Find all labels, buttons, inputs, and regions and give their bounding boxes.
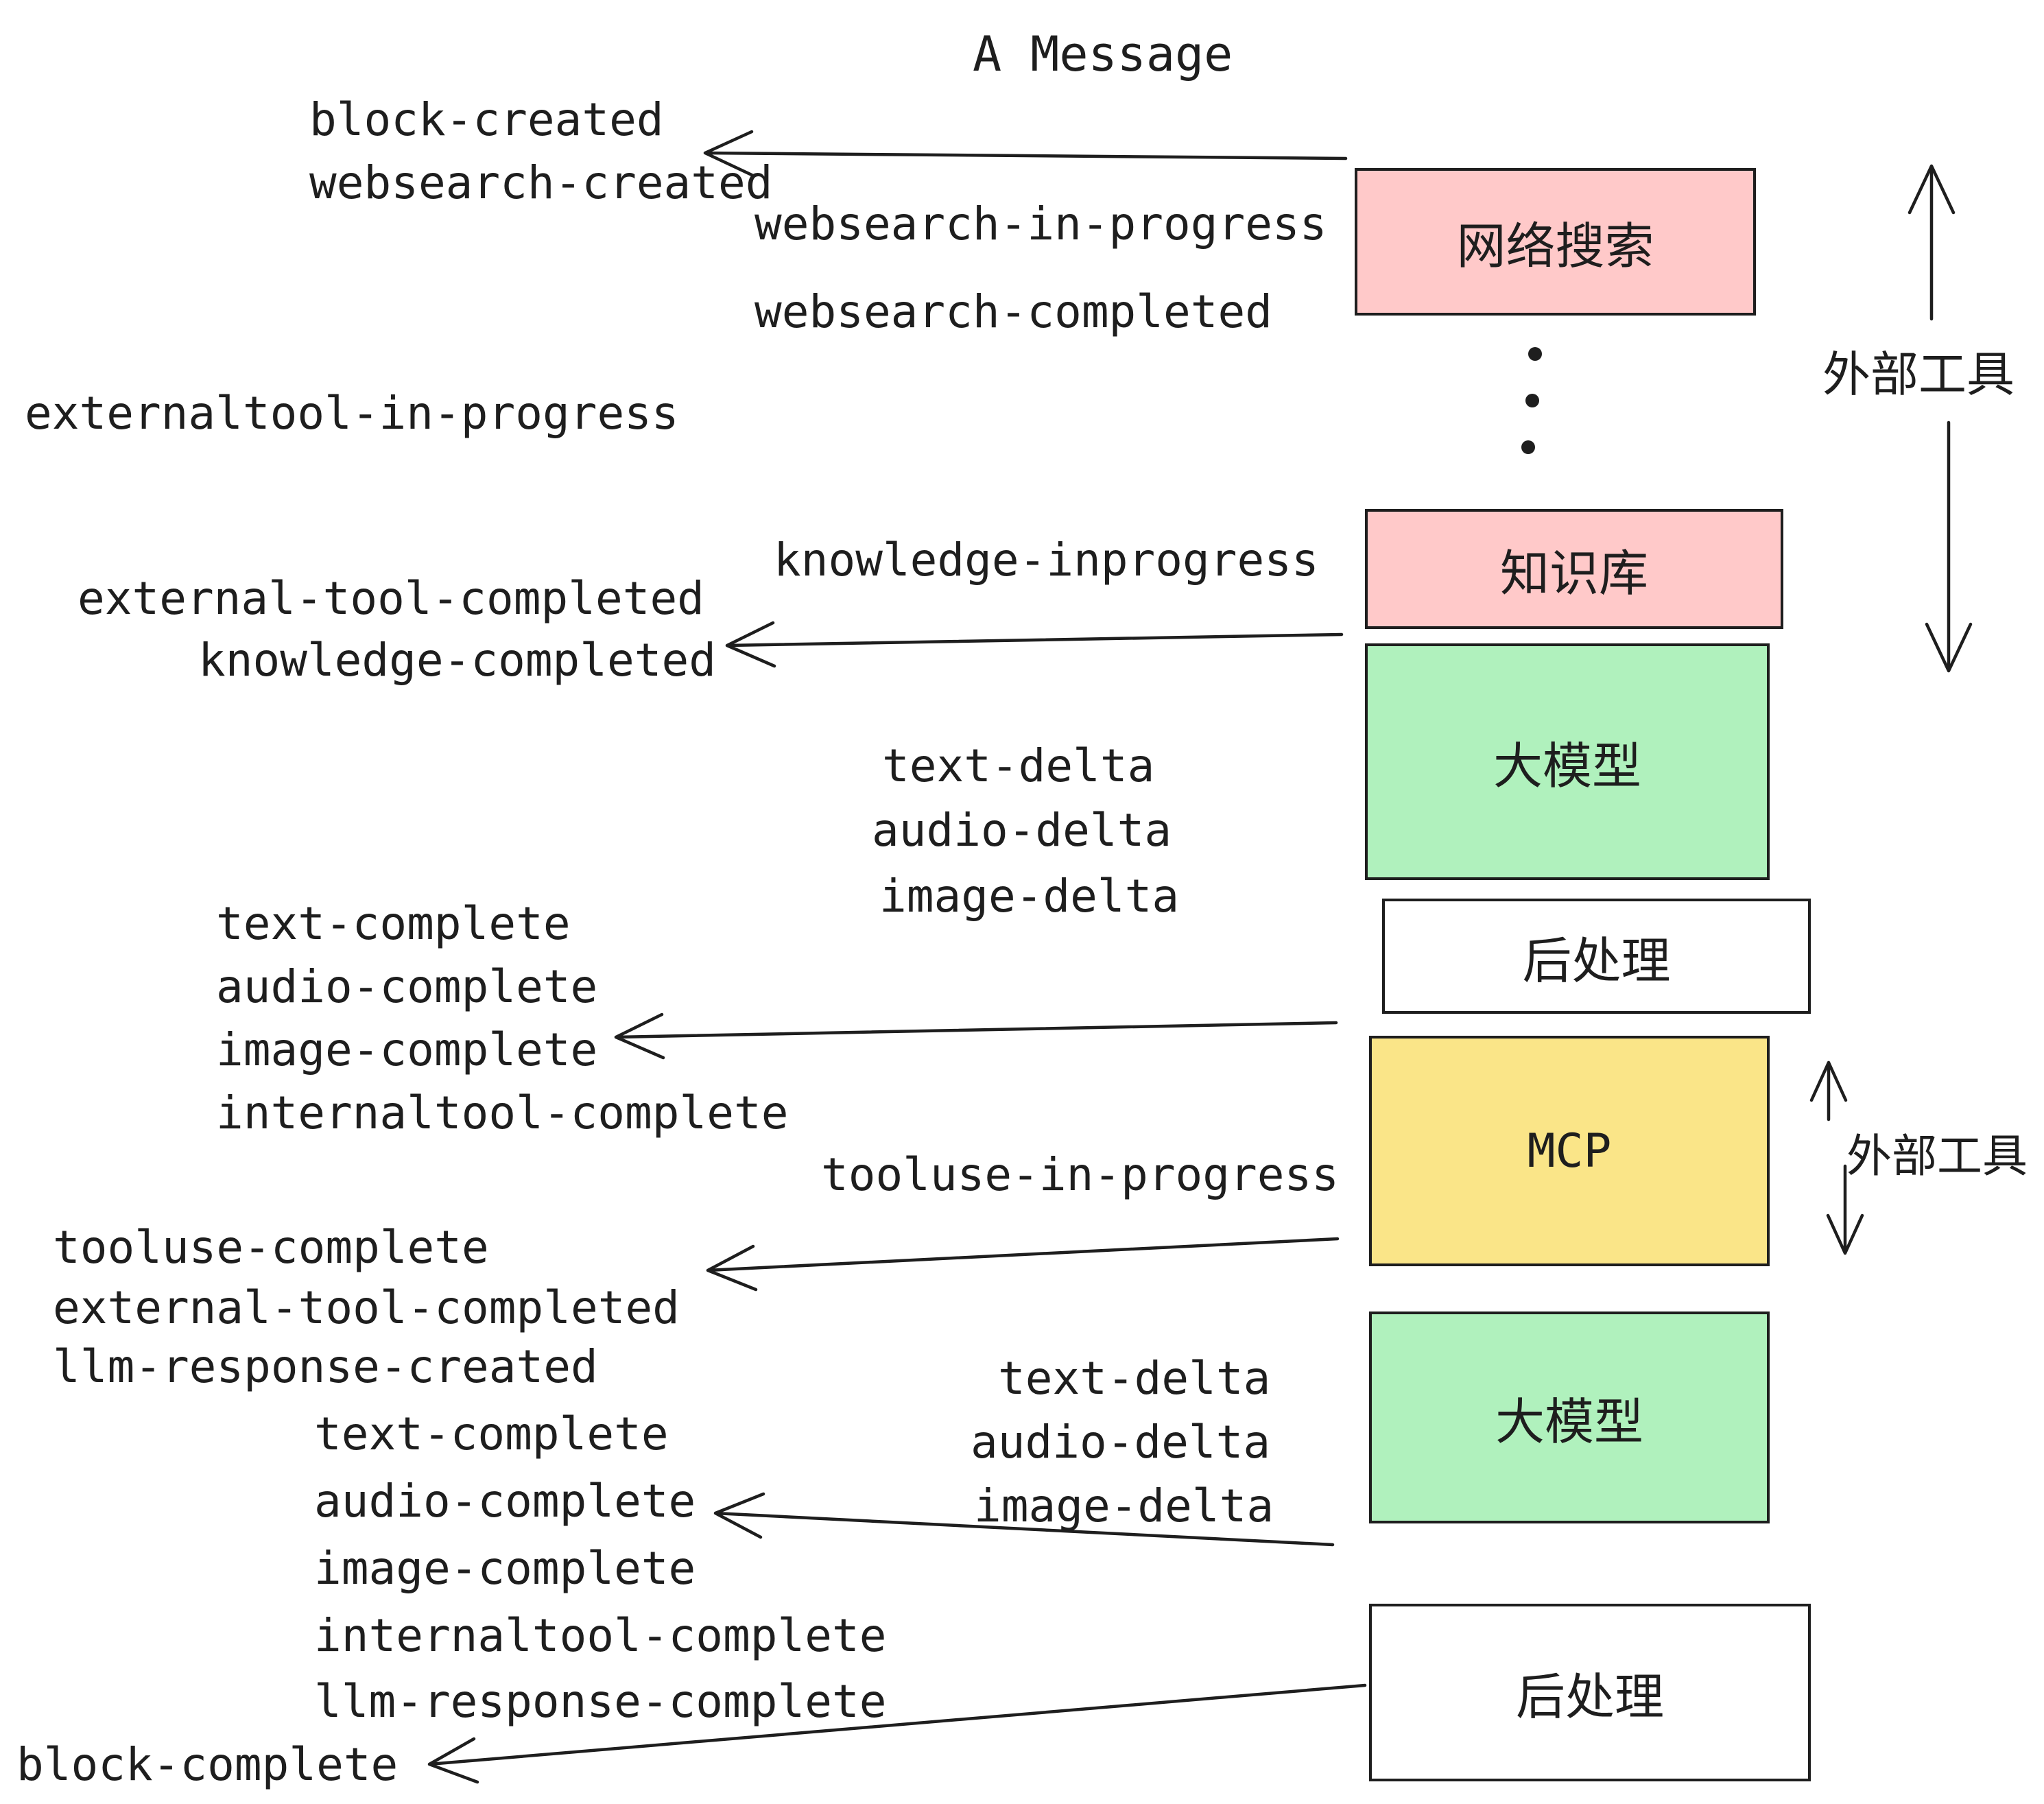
arrow-left-tooluse-complete-icon bbox=[706, 1237, 1340, 1292]
event-block-complete: block-complete bbox=[16, 1738, 399, 1791]
event-image-delta-2: image-delta bbox=[974, 1480, 1274, 1532]
box-postprocess-2: 后处理 bbox=[1369, 1604, 1811, 1781]
event-llm-response-complete: llm-response-complete bbox=[314, 1675, 887, 1728]
external-tools-label-top: 外部工具 bbox=[1822, 346, 2015, 403]
event-tooluse-in-progress: tooluse-in-progress bbox=[821, 1148, 1339, 1201]
arrow-left-image-complete-icon bbox=[614, 1012, 1338, 1060]
box-knowledge: 知识库 bbox=[1365, 509, 1783, 629]
event-text-complete-1: text-complete bbox=[216, 897, 571, 950]
event-audio-complete-2: audio-complete bbox=[314, 1475, 696, 1528]
box-knowledge-label: 知识库 bbox=[1499, 545, 1648, 602]
box-llm-2-label: 大模型 bbox=[1495, 1393, 1643, 1451]
external-tools-label-bottom: 外部工具 bbox=[1846, 1130, 2028, 1183]
event-tooluse-complete: tooluse-complete bbox=[53, 1221, 489, 1274]
event-text-delta-1: text-delta bbox=[882, 739, 1155, 792]
box-mcp-label: MCP bbox=[1527, 1124, 1612, 1178]
event-knowledge-inprogress: knowledge-inprogress bbox=[774, 534, 1319, 586]
event-knowledge-completed: knowledge-completed bbox=[198, 634, 716, 687]
event-text-delta-2: text-delta bbox=[998, 1352, 1271, 1405]
event-externaltool-in-progress: externaltool-in-progress bbox=[25, 387, 679, 440]
box-websearch-label: 网络搜索 bbox=[1456, 217, 1654, 275]
event-image-complete-1: image-complete bbox=[216, 1023, 598, 1076]
box-postprocess-2-label: 后处理 bbox=[1515, 1668, 1664, 1726]
box-postprocess-1: 后处理 bbox=[1382, 899, 1811, 1014]
event-image-complete-2: image-complete bbox=[314, 1542, 696, 1595]
box-mcp: MCP bbox=[1369, 1036, 1770, 1266]
page-title: A Message bbox=[973, 26, 1233, 82]
event-external-tool-completed-1: external-tool-completed bbox=[78, 572, 704, 625]
event-audio-delta-1: audio-delta bbox=[872, 804, 1172, 857]
arrow-left-block-created-icon bbox=[703, 130, 1348, 177]
event-image-delta-1: image-delta bbox=[879, 870, 1180, 923]
event-audio-delta-2: audio-delta bbox=[971, 1416, 1271, 1469]
event-internaltool-complete-1: internaltool-complete bbox=[216, 1087, 789, 1139]
box-llm-1: 大模型 bbox=[1365, 643, 1770, 880]
event-text-complete-2: text-complete bbox=[314, 1408, 669, 1460]
event-llm-response-created: llm-response-created bbox=[53, 1340, 598, 1393]
arrow-down-external-tools-top-icon bbox=[1925, 420, 1973, 673]
vertical-ellipsis-icon bbox=[1521, 347, 1542, 454]
arrow-left-knowledge-completed-icon bbox=[725, 621, 1344, 668]
box-postprocess-1-label: 后处理 bbox=[1522, 931, 1671, 990]
arrow-up-external-tools-bottom-icon bbox=[1809, 1060, 1848, 1121]
box-llm-1-label: 大模型 bbox=[1493, 737, 1641, 795]
event-block-created: block-created bbox=[309, 93, 664, 146]
event-audio-complete-1: audio-complete bbox=[216, 960, 598, 1013]
box-llm-2: 大模型 bbox=[1369, 1312, 1770, 1523]
box-websearch: 网络搜索 bbox=[1355, 168, 1756, 316]
event-external-tool-completed-2: external-tool-completed bbox=[53, 1281, 680, 1334]
event-websearch-completed: websearch-completed bbox=[754, 285, 1272, 338]
event-websearch-created: websearch-created bbox=[309, 156, 773, 209]
arrow-up-external-tools-top-icon bbox=[1908, 164, 1956, 321]
event-internaltool-complete-2: internaltool-complete bbox=[314, 1609, 887, 1662]
event-websearch-in-progress: websearch-in-progress bbox=[754, 198, 1327, 250]
